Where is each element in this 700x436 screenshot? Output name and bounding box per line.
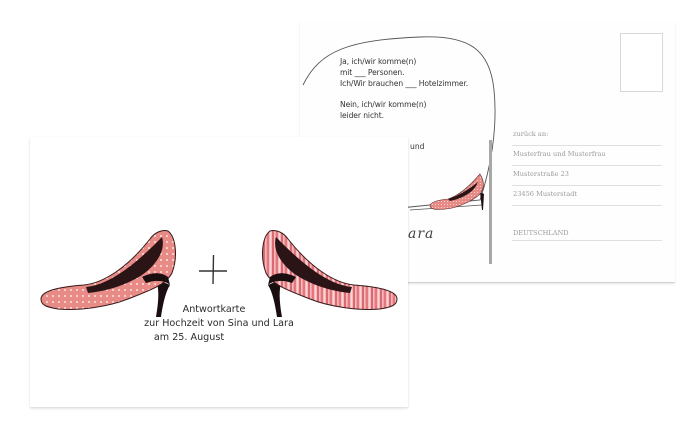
rsvp-line-hotel: Ich/Wir brauchen ___ Hotelzimmer. bbox=[340, 79, 469, 88]
stamp-placeholder bbox=[620, 33, 663, 92]
rsvp-line-not: leider nicht. bbox=[340, 111, 384, 120]
und-text: und bbox=[410, 142, 425, 151]
small-polka-dot-shoe-icon bbox=[429, 173, 484, 210]
polka-dot-shoe-icon bbox=[40, 230, 176, 317]
rsvp-line-yes: Ja, ich/wir komme(n) bbox=[340, 57, 417, 66]
address-country: DEUTSCHLAND bbox=[512, 206, 662, 241]
postcard-divider bbox=[489, 140, 492, 264]
plus-icon bbox=[199, 255, 227, 285]
return-address-block: zurück an: Musterfrau und Musterfrau Mus… bbox=[512, 126, 662, 241]
card-date: am 25. August bbox=[153, 332, 225, 343]
rsvp-line-no: Nein, ich/wir komme(n) bbox=[340, 100, 427, 109]
address-name: Musterfrau und Musterfrau bbox=[512, 146, 662, 166]
card-subtitle: zur Hochzeit von Sina und Lara bbox=[144, 318, 294, 329]
rsvp-options-text: Ja, ich/wir komme(n) mit ___ Personen. I… bbox=[340, 56, 468, 121]
script-couple-name: ara bbox=[408, 226, 435, 242]
address-street: Musterstraße 23 bbox=[512, 166, 662, 186]
address-city: 23456 Musterstadt bbox=[512, 186, 662, 206]
card-title: Antwortkarte bbox=[182, 304, 246, 315]
invitation-text: Antwortkarte zur Hochzeit von Sina und L… bbox=[30, 303, 408, 345]
return-label: zurück an: bbox=[512, 126, 662, 146]
rsvp-line-persons: mit ___ Personen. bbox=[340, 68, 405, 77]
address-country-text: DEUTSCHLAND bbox=[513, 229, 569, 237]
striped-shoe-icon bbox=[262, 230, 398, 317]
rsvp-front-card: Antwortkarte zur Hochzeit von Sina und L… bbox=[30, 137, 408, 407]
